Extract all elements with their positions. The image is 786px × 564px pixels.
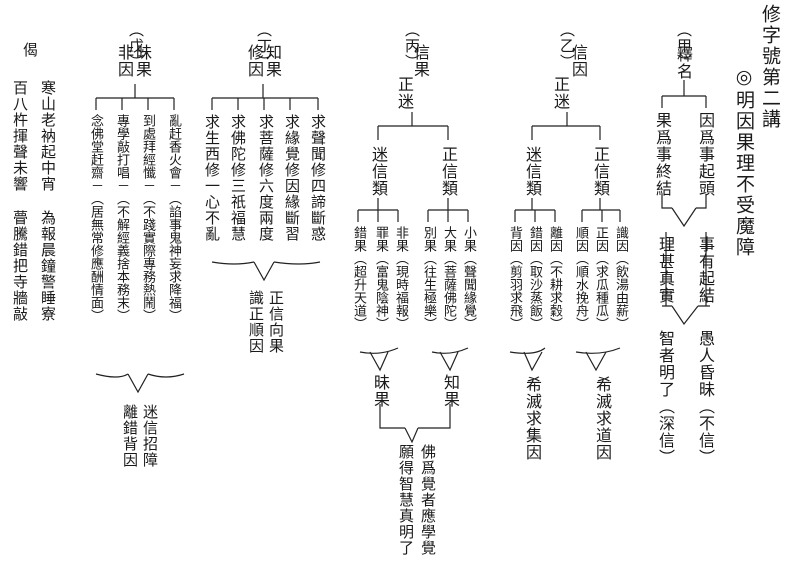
lecture-subtitle: ◎明因果理不受魔障 bbox=[733, 66, 755, 258]
poem-label: 偈 bbox=[21, 42, 39, 58]
ding-item-4: 求佛陀修三祇福慧 bbox=[229, 114, 247, 242]
bing-item-3: 別果（往生極樂） bbox=[421, 226, 436, 330]
poem-line-1: 寒山老衲起中宵 bbox=[39, 80, 57, 192]
bing-item-5: 罪果（富鬼陰神） bbox=[373, 226, 388, 330]
yi-left-type: 迷信類 bbox=[523, 146, 542, 197]
yi-head-1: 信因 bbox=[569, 44, 588, 78]
yi-item-4: 離因（不耕求穀） bbox=[547, 226, 562, 330]
jia-fool: 愚人昏昧（不信） bbox=[696, 330, 715, 466]
wu-item-4: 念佛堂赶齋－（居無常修應酬情面） bbox=[88, 114, 103, 322]
section-label-jia: （甲） bbox=[675, 22, 693, 70]
bing-head-2: 正迷 bbox=[395, 76, 414, 110]
bing-summary-1: 知果 bbox=[441, 374, 460, 408]
ding-summary-2: 識正順因 bbox=[247, 290, 265, 354]
yi-item-6: 背因（剪羽求飛） bbox=[507, 226, 522, 330]
bing-left-type: 迷信類 bbox=[369, 146, 388, 197]
ding-summary-1: 正信向果 bbox=[267, 290, 285, 354]
jia-has-start-end: 事有起結 bbox=[696, 236, 715, 304]
ding-head-1: 知果 bbox=[263, 44, 282, 78]
section-label-bing: （丙） bbox=[403, 22, 421, 70]
section-label-yi: （乙） bbox=[558, 22, 576, 70]
wu-head-2: 非因 bbox=[115, 44, 134, 78]
wu-item-2: 到處拜經懺－（不踐實際專務熱鬧） bbox=[140, 114, 155, 322]
jia-branch-cause: 因爲事起頭 bbox=[696, 112, 715, 197]
wu-summary-1: 迷信招障 bbox=[141, 404, 159, 468]
wu-item-1: 亂赶香火會－（諂事鬼神妄求降福） bbox=[166, 114, 181, 322]
section-label-ding: （丁） bbox=[255, 22, 273, 70]
wu-summary-2: 離錯背因 bbox=[121, 404, 139, 468]
yi-item-5: 錯因（取沙蒸飯） bbox=[527, 226, 542, 330]
yi-item-3: 順因（順水挽舟） bbox=[573, 226, 588, 330]
bing-summary-2: 昧果 bbox=[371, 374, 390, 408]
jia-wise: 智者明了（深信） bbox=[656, 330, 675, 466]
bing-final-1: 佛爲覺者應學覺 bbox=[419, 444, 437, 556]
ding-item-5: 求生西修一心不亂 bbox=[203, 114, 221, 242]
bing-item-2: 大果（菩薩佛陀） bbox=[441, 226, 456, 330]
lecture-title: 修字號第二講 bbox=[759, 4, 781, 130]
bing-item-6: 錯果（超升天道） bbox=[351, 226, 366, 330]
bing-final-2: 願得智慧真明了 bbox=[397, 444, 415, 556]
wu-item-3: 專學敲打唱－（不解經義捨本務末） bbox=[114, 114, 129, 322]
ding-item-2: 求緣覺修因緣斷習 bbox=[283, 114, 301, 242]
poem-line-2: 為報晨鐘警睡寮 bbox=[39, 210, 57, 322]
poem-line-3: 百八杵揮聲未響 bbox=[11, 80, 29, 192]
yi-head-2: 正迷 bbox=[551, 76, 570, 110]
poem-line-4: 瞢騰錯把寺牆敲 bbox=[11, 210, 29, 322]
yi-item-1: 識因（飲湯由薪） bbox=[613, 226, 628, 330]
bing-item-1: 小果（聲聞緣覺） bbox=[461, 226, 476, 330]
ding-item-3: 求菩薩修六度兩度 bbox=[257, 114, 275, 242]
yi-summary-2: 希滅求集因 bbox=[523, 376, 542, 461]
bing-item-4: 非果（現時福報） bbox=[393, 226, 408, 330]
jia-branch-effect: 果爲事終結 bbox=[653, 112, 672, 197]
jia-truth: 理甚真實 bbox=[656, 236, 675, 304]
ding-head-2: 修因 bbox=[245, 44, 264, 78]
jia-head: 釋名 bbox=[674, 46, 693, 80]
yi-item-2: 正因（求瓜種瓜） bbox=[593, 226, 608, 330]
bing-right-type: 正信類 bbox=[439, 146, 458, 197]
yi-right-type: 正信類 bbox=[591, 146, 610, 197]
section-label-wu: （戊） bbox=[127, 22, 145, 70]
yi-summary-1: 希滅求道因 bbox=[593, 376, 612, 461]
ding-item-1: 求聲聞修四諦斷惑 bbox=[309, 114, 327, 242]
bing-head-1: 信果 bbox=[411, 44, 430, 78]
wu-head-1: 昧果 bbox=[133, 44, 152, 78]
